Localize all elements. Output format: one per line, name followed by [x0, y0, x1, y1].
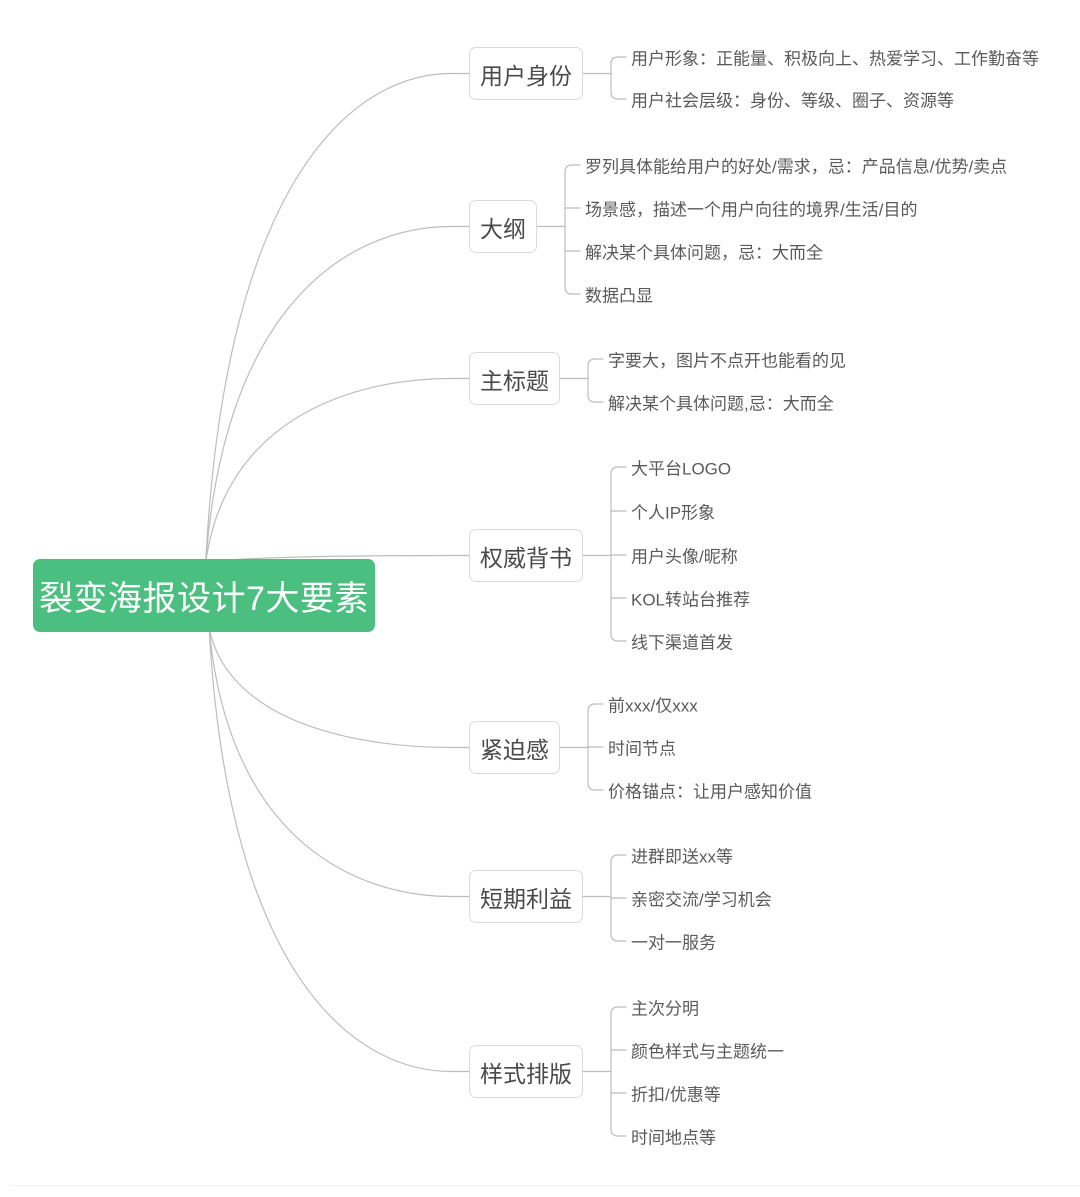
leaf-stub-bottom-4 — [610, 633, 627, 642]
root-node-label: 裂变海报设计7大要素 — [39, 580, 369, 618]
leaf-label-6-2[interactable]: 亲密交流/学习机会 — [631, 890, 772, 910]
root-to-branch-curve-1 — [205, 72, 452, 564]
leaf-stub-top-3 — [587, 358, 604, 367]
root-to-branch-curve-6 — [208, 627, 452, 898]
leaf-label-2-3[interactable]: 解决某个具体问题，忌：大而全 — [585, 243, 823, 263]
leaf-label-1-1[interactable]: 用户形象：正能量、积极向上、热爱学习、工作勤奋等 — [631, 49, 1039, 69]
leaf-label-2-1[interactable]: 罗列具体能给用户的好处/需求，忌：产品信息/优势/卖点 — [585, 157, 1008, 177]
leaf-stub-top-4 — [610, 466, 627, 475]
leaf-label-3-1[interactable]: 字要大，图片不点开也能看的见 — [608, 351, 846, 371]
branch-node-3[interactable]: 主标题 — [469, 352, 560, 405]
leaf-label-7-1[interactable]: 主次分明 — [631, 999, 699, 1019]
leaf-stub-bottom-2 — [564, 286, 581, 295]
leaf-label-2-2[interactable]: 场景感，描述一个用户向往的境界/生活/目的 — [585, 200, 918, 220]
leaf-label-4-4[interactable]: KOL转站台推荐 — [631, 590, 751, 610]
root-to-branch-curve-2 — [205, 225, 452, 564]
leaf-label-1-2[interactable]: 用户社会层级：身份、等级、圈子、资源等 — [631, 91, 954, 111]
leaf-label-5-3[interactable]: 价格锚点：让用户感知价值 — [608, 782, 812, 802]
leaf-label-6-3[interactable]: 一对一服务 — [631, 933, 716, 953]
leaf-label-6-1[interactable]: 进群即送xx等 — [631, 847, 733, 867]
leaf-label-3-2[interactable]: 解决某个具体问题,忌：大而全 — [608, 394, 834, 414]
branch-node-1[interactable]: 用户身份 — [469, 47, 583, 100]
leaf-label-5-2[interactable]: 时间节点 — [608, 739, 676, 759]
leaf-stub-bottom-6 — [610, 933, 627, 942]
branch-node-2[interactable]: 大纲 — [469, 200, 537, 253]
leaf-stub-bottom-5 — [587, 782, 604, 791]
leaf-stub-bottom-7 — [610, 1128, 627, 1137]
leaf-label-7-2[interactable]: 颜色样式与主题统一 — [631, 1042, 784, 1062]
leaf-label-2-4[interactable]: 数据凸显 — [585, 286, 653, 306]
leaf-label-4-3[interactable]: 用户头像/昵称 — [631, 547, 738, 567]
leaf-stub-top-1 — [610, 56, 627, 65]
leaf-stub-bottom-1 — [610, 91, 627, 100]
root-to-branch-curve-3 — [205, 377, 452, 564]
branch-node-label: 用户身份 — [480, 62, 572, 89]
root-to-branch-curve-5 — [208, 627, 452, 749]
root-to-branch-curve-7 — [208, 627, 452, 1073]
leaf-stub-top-7 — [610, 1006, 627, 1015]
branch-node-7[interactable]: 样式排版 — [469, 1045, 583, 1098]
leaf-label-5-1[interactable]: 前xxx/仅xxx — [608, 696, 698, 716]
branch-node-label: 短期利益 — [480, 885, 572, 912]
branch-node-label: 样式排版 — [480, 1060, 572, 1087]
branch-node-label: 权威背书 — [480, 544, 572, 571]
branch-node-6[interactable]: 短期利益 — [469, 870, 583, 923]
leaf-stub-top-6 — [610, 854, 627, 863]
leaf-stub-top-2 — [564, 164, 581, 173]
leaf-label-4-1[interactable]: 大平台LOGO — [631, 459, 732, 479]
branch-node-label: 主标题 — [480, 367, 549, 394]
branch-node-label: 大纲 — [480, 215, 526, 242]
root-node[interactable]: 裂变海报设计7大要素 — [33, 559, 375, 632]
leaf-label-7-3[interactable]: 折扣/优惠等 — [631, 1085, 721, 1105]
leaf-stub-bottom-3 — [587, 394, 604, 403]
leaf-label-4-2[interactable]: 个人IP形象 — [631, 503, 716, 523]
branch-node-5[interactable]: 紧迫感 — [469, 721, 560, 774]
leaf-stub-top-5 — [587, 703, 604, 712]
leaf-label-7-4[interactable]: 时间地点等 — [631, 1128, 716, 1148]
footer-divider — [10, 1185, 1080, 1186]
branch-node-4[interactable]: 权威背书 — [469, 529, 583, 582]
branch-node-label: 紧迫感 — [480, 736, 549, 763]
leaf-label-4-5[interactable]: 线下渠道首发 — [631, 633, 733, 653]
